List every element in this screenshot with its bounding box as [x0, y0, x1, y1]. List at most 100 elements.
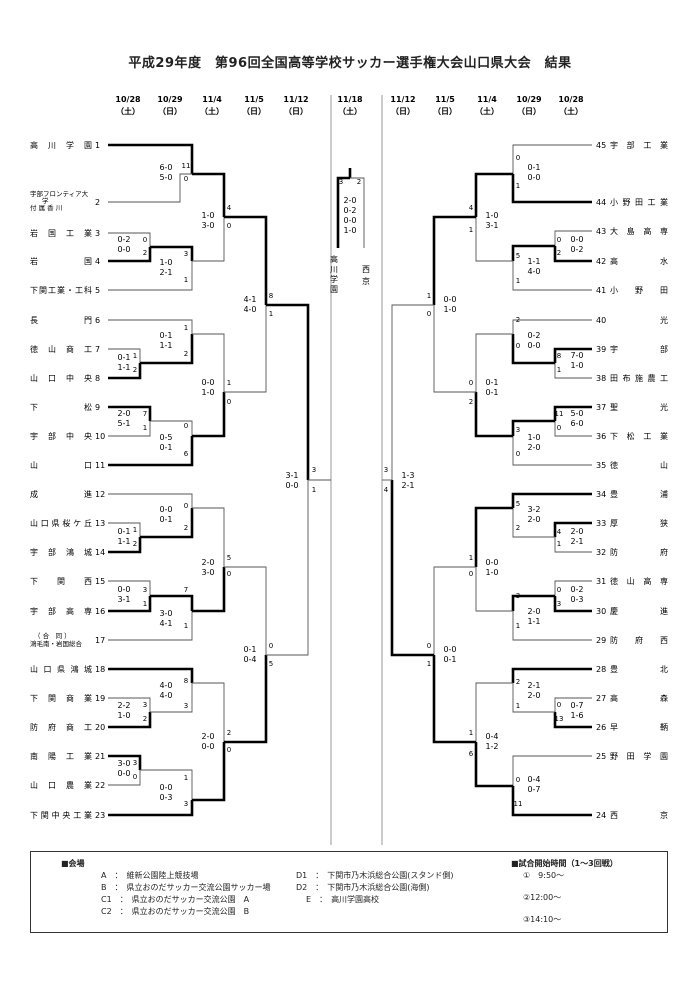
- score-text: 1-0: [117, 711, 130, 720]
- score-text: 0-7: [570, 701, 583, 710]
- bracket-line: [224, 305, 267, 393]
- right-team-name: 防 府: [610, 547, 668, 557]
- score-text: 0-1: [243, 645, 256, 654]
- score-mark: 2: [184, 524, 188, 532]
- score-mark: 3: [516, 592, 520, 600]
- right-round-1-date: 10/28: [558, 95, 584, 104]
- right-team-name: 早 鞆: [610, 722, 668, 732]
- finalist-left-char: 川: [330, 265, 338, 274]
- right-team-seed: 35: [596, 461, 606, 470]
- right-team-name: 下 松 工 業: [610, 431, 668, 441]
- score-text: 4-0: [527, 267, 540, 276]
- left-team-name: 防 府 商 工: [30, 722, 92, 732]
- score-mark: 1: [516, 702, 520, 710]
- score-text: 1-1: [159, 341, 172, 350]
- right-team-seed: 27: [596, 694, 606, 703]
- score-text: 3-0: [201, 221, 214, 230]
- score-text: 0-0: [201, 742, 214, 751]
- score-text: 2-0: [201, 558, 214, 567]
- right-round-5-date: 11/12: [390, 95, 415, 104]
- right-round-3-date: 11/4: [477, 95, 497, 104]
- score-mark: 6: [184, 450, 189, 458]
- left-round-1-day: （土）: [116, 106, 140, 116]
- bracket-line: [475, 217, 513, 262]
- score-text: 3-1: [485, 221, 498, 230]
- finalist-right-char: 西: [362, 265, 370, 274]
- bracket-line: [512, 755, 592, 786]
- bracket-line: [554, 580, 592, 596]
- left-team-seed: 3: [95, 229, 100, 238]
- score-text: 0-1: [485, 388, 498, 397]
- score-mark: 3: [184, 250, 188, 258]
- score-text: 1-1: [527, 257, 540, 266]
- left-team-name: 学: [42, 196, 49, 205]
- left-team-name: 山口県鴻城: [30, 664, 92, 674]
- left-round-4-date: 11/5: [244, 95, 264, 104]
- left-team-name: 下 松: [30, 402, 92, 412]
- score-text: 1-0: [485, 211, 498, 220]
- bracket-line: [266, 480, 309, 656]
- right-team-name: 大 島 高 専: [610, 226, 668, 236]
- score-mark: 1: [184, 324, 188, 332]
- score-text: 0-1: [159, 443, 172, 452]
- bracket-line: [108, 667, 194, 683]
- score-mark: 1: [184, 774, 188, 782]
- bracket-line: [192, 507, 225, 567]
- left-team-seed: 10: [95, 432, 105, 441]
- bracket-line: [150, 594, 194, 611]
- right-team-name: 光: [660, 315, 668, 325]
- score-mark: 2: [143, 249, 147, 257]
- score-mark: 3: [557, 600, 561, 608]
- right-round-4-day: （日）: [433, 106, 457, 116]
- bracket-line: [108, 319, 193, 334]
- score-mark: 3: [384, 466, 388, 474]
- score-text: 0-0: [201, 378, 214, 387]
- score-mark: 3: [143, 586, 147, 594]
- left-team-seed: 19: [95, 694, 105, 703]
- score-mark: 0: [269, 642, 273, 650]
- bracket-line: [192, 567, 226, 613]
- bracket-line: [554, 421, 592, 437]
- left-team-name: 下 関 商 業: [30, 693, 92, 703]
- bracket-line: [192, 172, 226, 217]
- score-mark: 5: [516, 252, 520, 260]
- score-text: 5-0: [570, 409, 583, 418]
- score-mark: 0: [516, 776, 520, 784]
- score-mark: 13: [555, 715, 564, 723]
- score-mark: 6: [469, 750, 474, 758]
- score-mark: 0: [184, 502, 188, 510]
- score-mark: 1: [227, 379, 231, 387]
- score-text: 1-3: [401, 471, 414, 480]
- right-round-4-date: 11/5: [435, 95, 455, 104]
- score-mark: 2: [469, 398, 473, 406]
- score-mark: 1: [469, 554, 473, 562]
- venue-row-d2: D2 ： 下関市乃木浜総合公園(海側): [296, 883, 430, 892]
- left-team-seed: 5: [95, 286, 100, 295]
- score-text: 0-1: [527, 163, 540, 172]
- score-mark: 0: [557, 236, 561, 244]
- bracket-line: [108, 580, 151, 596]
- venue-row-e: E ： 高川学園高校: [306, 895, 380, 904]
- score-mark: 4: [384, 486, 389, 494]
- score-text: 0-7: [527, 785, 540, 794]
- score-mark: 1: [469, 226, 473, 234]
- venue-row-c2: C2 ： 県立おのだサッカー交流公園 B: [101, 907, 250, 916]
- score-mark: 0: [427, 310, 431, 318]
- score-mark: 0: [184, 422, 188, 430]
- bracket-line: [511, 492, 592, 508]
- final-round-date: 11/18: [337, 95, 363, 104]
- score-mark: 0: [557, 424, 561, 432]
- left-team-name: 山 口 農 業: [30, 780, 92, 790]
- bracket-line: [108, 712, 152, 729]
- bracket-line: [554, 537, 592, 553]
- score-mark: 2: [133, 540, 137, 548]
- left-team-name: 下関中央工業: [30, 810, 92, 820]
- left-team-name: 山 口 中 央: [30, 373, 92, 383]
- right-team-seed: 45: [596, 141, 606, 150]
- score-text: 1-1: [527, 617, 540, 626]
- bracket-line: [140, 769, 193, 800]
- score-text: 1-0: [527, 433, 540, 442]
- right-team-name: 小野田工業: [610, 197, 668, 207]
- right-team-name: 田布施農工: [610, 373, 668, 383]
- bracket-line: [432, 215, 476, 305]
